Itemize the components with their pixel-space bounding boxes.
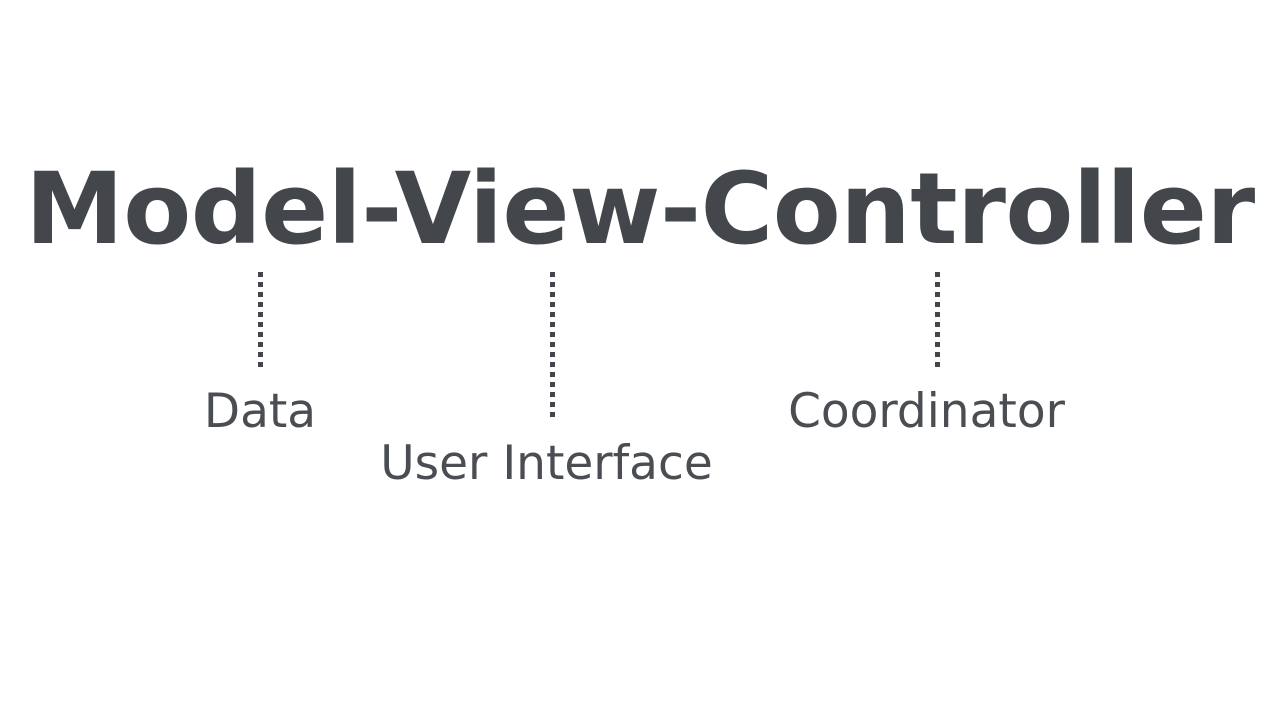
annotation-label-model: Data <box>203 384 317 439</box>
dotted-connector-controller <box>935 272 940 367</box>
dotted-connector-model <box>258 272 263 367</box>
dotted-connector-view <box>550 272 555 419</box>
annotation-label-view: User Interface <box>380 436 713 491</box>
annotation-label-controller: Coordinator <box>788 384 1065 439</box>
page-title: Model-View-Controller <box>25 152 1255 267</box>
